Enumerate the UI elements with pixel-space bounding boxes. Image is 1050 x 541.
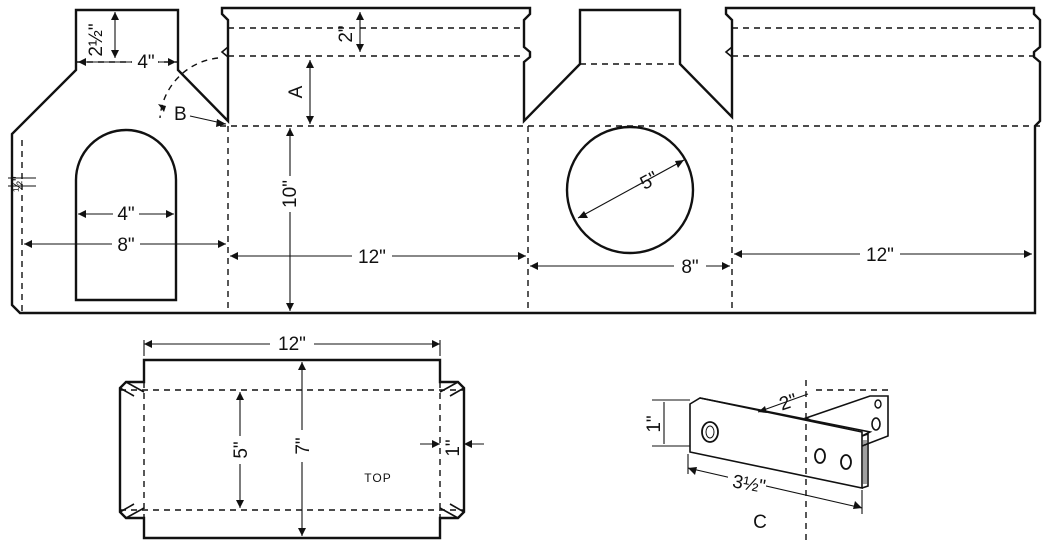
label-a: A: [286, 85, 307, 98]
dim-12-side2: 12": [866, 245, 894, 266]
top-label: TOP: [364, 471, 391, 485]
main-pattern-outline: [10, 6, 1042, 315]
bracket-hole-3: [840, 454, 852, 470]
flap-notch-left-1: [220, 13, 229, 121]
bracket-hole-4: [871, 417, 881, 431]
bracket-c: 1" 2" 3½" C: [644, 380, 889, 541]
flap-notch-left-2: [724, 13, 733, 58]
label-b: B: [174, 104, 187, 125]
dim-4-neck: 4": [137, 52, 154, 73]
main-pattern: 2½" 4" 2" A B ½" 4": [8, 6, 1042, 315]
dim-12-side1: 12": [358, 247, 386, 268]
dim-8-right: 8": [681, 257, 698, 278]
top-dim-5: 5": [231, 441, 252, 458]
arc-guide: [159, 57, 219, 119]
bracket-hole-2: [814, 448, 826, 464]
dim-2-flap: 2": [336, 25, 357, 42]
top-dim-7: 7": [293, 437, 314, 454]
dim-8-left: 8": [117, 235, 134, 256]
dim-4-arch: 4": [117, 204, 134, 225]
bracket-label: C: [753, 512, 767, 533]
flap-notch-right-2: [1033, 46, 1041, 53]
dim-2-5-top: 2½": [86, 23, 107, 56]
bracket-front-plate: [689, 397, 863, 489]
top-piece-outline: [118, 358, 466, 540]
bracket-dim-2: 2": [777, 390, 800, 415]
dim-5-circle: 5": [637, 168, 662, 195]
dim-10: 10": [280, 180, 301, 208]
top-piece: 12" 5" 7" 1" TOP: [118, 333, 484, 540]
bracket-dim-1: 1": [644, 415, 665, 432]
bracket-hole-5: [874, 399, 882, 409]
door-arch-opening: [74, 128, 178, 302]
round-opening: [565, 125, 695, 255]
top-dim-1: 1": [443, 439, 464, 456]
top-dim-12: 12": [278, 334, 306, 355]
dim-half-left: ½": [10, 176, 25, 192]
